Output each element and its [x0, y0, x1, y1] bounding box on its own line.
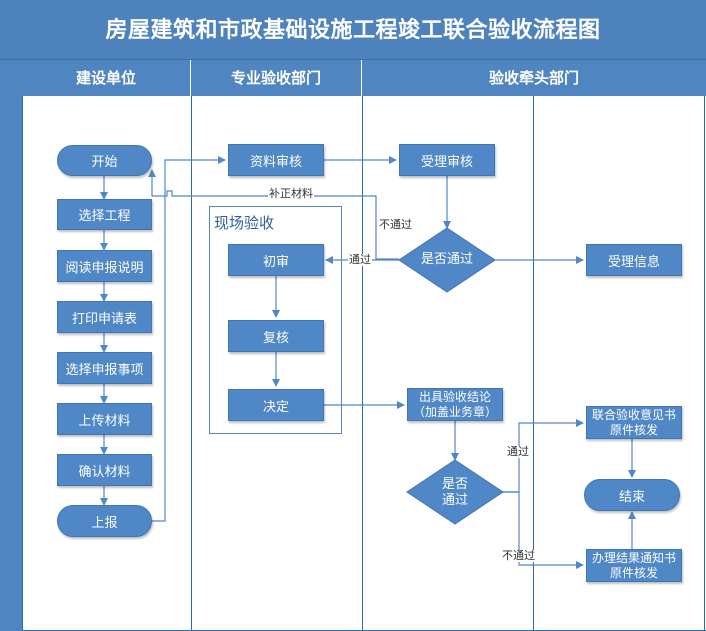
result-notice-step: 办理结果通知书 原件核发: [586, 549, 682, 582]
issue-conclusion-step: 出具验收结论 （加盖业务章）: [407, 388, 503, 421]
upload-materials-step: 上传材料: [57, 403, 152, 435]
select-items-step: 选择申报事项: [57, 352, 152, 384]
lane-divider: [191, 96, 192, 631]
decision-2-line2: 通过: [441, 493, 468, 508]
accept-review-step: 受理审核: [399, 144, 495, 176]
onsite-inspection-label: 现场验收: [214, 214, 275, 232]
result-notice-line1: 办理结果通知书: [591, 550, 676, 565]
recheck-step: 复核: [228, 320, 324, 352]
lane-header-builder: 建设单位: [22, 60, 191, 96]
decision-diamond-2: [406, 459, 504, 525]
document-review-step: 资料审核: [228, 144, 324, 176]
submit-node: 上报: [57, 505, 152, 537]
accept-info-step: 受理信息: [586, 244, 682, 276]
decision-2-line1: 是否: [441, 477, 468, 492]
fail-label-1: 不通过: [378, 218, 413, 231]
decision-diamond-1: [398, 227, 496, 293]
title-bar: [0, 0, 706, 60]
lane-header-specialist-dept: 专业验收部门: [191, 60, 362, 96]
lane-left-strip: [0, 60, 22, 631]
joint-opinion-line2: 原件核发: [609, 422, 658, 437]
lane-divider: [533, 96, 534, 631]
supplement-materials-label: 补正材料: [268, 187, 314, 200]
end-node: 结束: [584, 479, 680, 511]
joint-opinion-step: 联合验收意见书 原件核发: [586, 406, 682, 439]
pass-label-1: 通过: [348, 253, 372, 266]
lane-header-lead-dept: 验收牵头部门: [362, 60, 706, 96]
lane-divider: [22, 96, 23, 631]
select-project-step: 选择工程: [57, 199, 152, 230]
lane-divider: [362, 96, 363, 631]
issue-conclusion-line1: 出具验收结论: [418, 389, 491, 404]
fail-label-2: 不通过: [501, 549, 536, 562]
pass-label-2: 通过: [506, 445, 530, 458]
decision-2-label: 是否 通过: [407, 477, 503, 509]
first-review-step: 初审: [228, 244, 324, 276]
issue-conclusion-line2: （加盖业务章）: [412, 404, 497, 419]
page-title: 房屋建筑和市政基础设施工程竣工联合验收流程图: [105, 18, 601, 43]
confirm-materials-step: 确认材料: [57, 454, 152, 486]
joint-opinion-line1: 联合验收意见书: [591, 407, 676, 422]
lane-divider: [704, 96, 705, 631]
read-instructions-step: 阅读申报说明: [57, 250, 152, 282]
start-node: 开始: [57, 145, 152, 176]
print-form-step: 打印申请表: [57, 301, 152, 333]
decision-step: 决定: [228, 389, 324, 421]
result-notice-line2: 原件核发: [609, 565, 658, 580]
decision-1-label: 是否通过: [420, 252, 473, 267]
